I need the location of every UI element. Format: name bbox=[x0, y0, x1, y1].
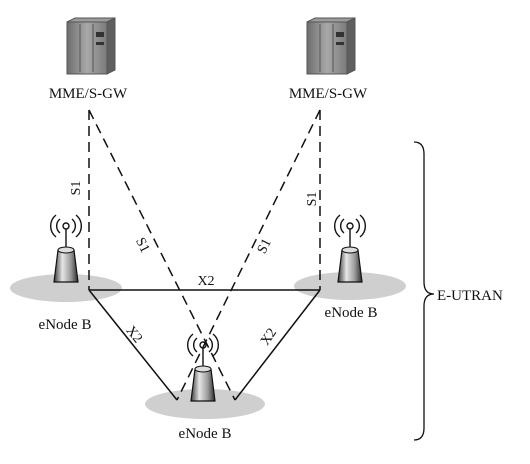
link-label-s1-right-vertical: S1 bbox=[305, 192, 320, 207]
ground-left bbox=[10, 274, 122, 302]
server-rack-icon bbox=[66, 17, 116, 75]
ground-right bbox=[294, 272, 406, 300]
enb-left-label: eNode B bbox=[39, 317, 92, 333]
mme-left-label: MME/S-GW bbox=[49, 86, 128, 102]
link-label-x2-left: X2 bbox=[123, 323, 145, 346]
e-utran-label: E-UTRAN bbox=[437, 288, 503, 304]
link-x2-left bbox=[88, 289, 178, 401]
link-s1-right-diagonal bbox=[176, 109, 321, 401]
link-s1-left-diagonal bbox=[88, 109, 236, 401]
base-station-antenna-icon bbox=[50, 214, 82, 283]
server-rack-icon bbox=[306, 17, 356, 75]
e-utran-brace bbox=[413, 141, 435, 441]
enb-right-label: eNode B bbox=[325, 305, 378, 321]
base-station-antenna-icon bbox=[334, 214, 366, 283]
mme-right-label: MME/S-GW bbox=[289, 86, 368, 102]
link-label-x2-top: X2 bbox=[197, 274, 214, 289]
link-label-s1-left-vertical: S1 bbox=[69, 181, 84, 196]
link-x2-right bbox=[234, 289, 321, 401]
base-station-antenna-icon bbox=[187, 333, 219, 402]
enb-bottom-label: eNode B bbox=[179, 426, 232, 442]
link-label-s1-left-diagonal: S1 bbox=[132, 235, 152, 255]
link-label-s1-right-diagonal: S1 bbox=[255, 236, 275, 256]
